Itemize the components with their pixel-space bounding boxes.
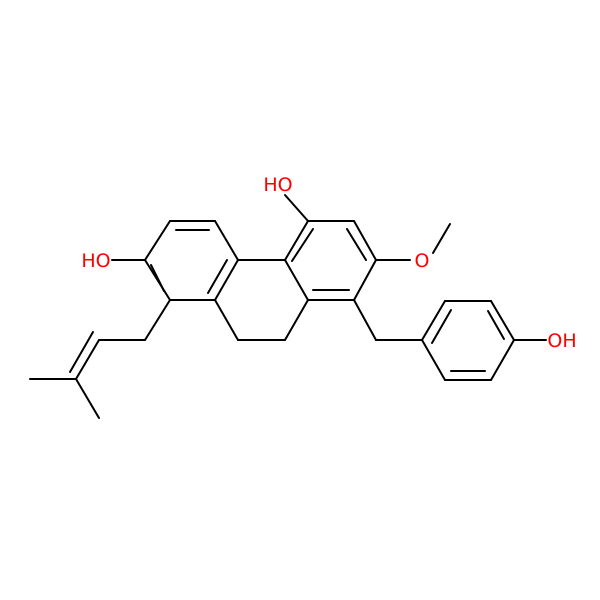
bond [346,228,367,261]
hydroxyl-label-left: HO [81,250,110,272]
bond [144,220,171,261]
bond [207,259,228,294]
bond [284,220,309,261]
bond [432,223,451,254]
bond [284,194,309,222]
atom-labels: HO HO O OH [81,174,576,352]
bond [421,339,446,381]
bond [353,259,377,301]
bond [353,299,377,341]
bond [214,259,239,301]
bond [490,339,515,381]
bond [75,378,100,419]
bond [291,228,314,262]
bond [487,310,505,340]
bond [214,299,239,341]
bond [284,299,309,341]
bond [490,300,515,341]
bond [421,300,446,341]
bond-lines [29,194,547,419]
bond [353,220,377,261]
bond [144,299,171,341]
bond [75,339,100,380]
bond [284,259,309,301]
bond [69,331,94,373]
bond [150,264,165,292]
hydroxyl-label-top: HO [263,174,292,196]
hydroxyl-label-right: OH [547,330,576,352]
bond [431,309,452,344]
methoxy-oxygen-label: O [415,250,430,272]
bond [214,220,239,261]
